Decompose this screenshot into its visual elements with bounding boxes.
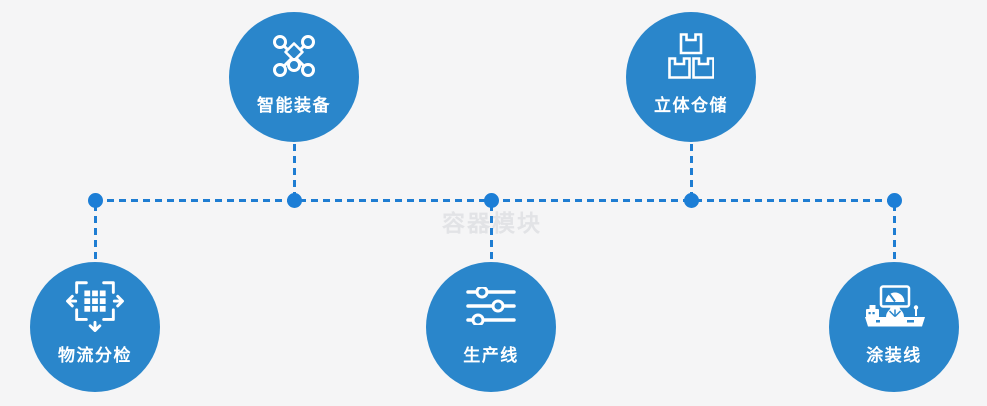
icon-box	[466, 279, 516, 333]
node-production-line[interactable]: 生产线	[426, 262, 556, 392]
molecule-network-icon	[273, 35, 315, 77]
icon-box	[269, 29, 319, 83]
node-smart-equipment[interactable]: 智能装备	[229, 12, 359, 142]
stacked-boxes-icon	[668, 33, 714, 79]
connector-vertical-coating-line	[893, 204, 896, 261]
sliders-icon	[466, 287, 516, 325]
node-stereo-warehouse[interactable]: 立体仓储	[626, 12, 756, 142]
machine-monitor-icon	[865, 285, 925, 327]
junction-dot	[88, 193, 103, 208]
node-label: 智能装备	[257, 96, 331, 115]
junction-dot	[287, 193, 302, 208]
node-coating-line[interactable]: 涂装线	[829, 262, 959, 392]
icon-box	[64, 275, 126, 333]
connector-vertical-production-line	[490, 204, 493, 261]
icon-box	[668, 29, 714, 83]
node-label: 生产线	[463, 346, 519, 365]
connector-vertical-sorting	[94, 204, 97, 261]
node-label: 立体仓储	[654, 96, 728, 115]
connector-vertical-warehouse	[690, 144, 693, 198]
connector-vertical-smart-equipment	[293, 144, 296, 198]
sorting-arrows-icon	[66, 281, 124, 332]
node-label: 物流分检	[58, 346, 132, 365]
icon-box	[859, 279, 929, 333]
junction-dot	[484, 193, 499, 208]
node-label: 涂装线	[866, 346, 922, 365]
node-logistics-sorting[interactable]: 物流分检	[30, 262, 160, 392]
junction-dot	[887, 193, 902, 208]
junction-dot	[684, 193, 699, 208]
